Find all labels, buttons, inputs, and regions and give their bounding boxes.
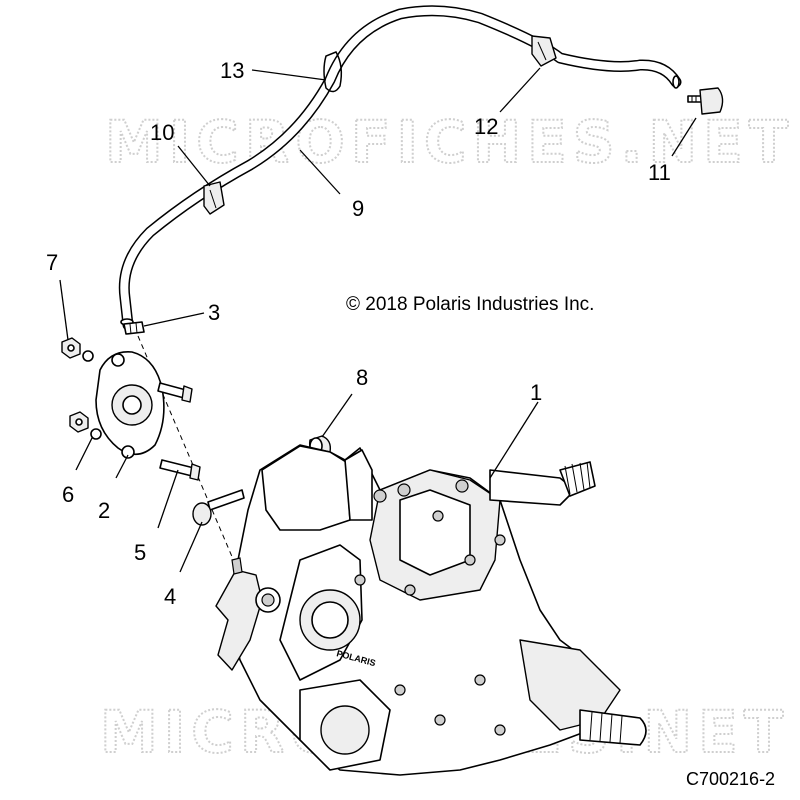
tube-clip-10[interactable]	[203, 181, 225, 215]
callout-9: 9	[352, 196, 364, 221]
callout-13: 13	[220, 58, 244, 83]
callout-5: 5	[134, 540, 146, 565]
diagram-code: C700216-2	[686, 769, 775, 789]
callout-2: 2	[98, 498, 110, 523]
vent-fitting-11[interactable]	[687, 87, 724, 115]
tube-clip-12[interactable]	[531, 35, 557, 67]
callout-4: 4	[164, 584, 176, 609]
shift-cover-2[interactable]	[95, 351, 165, 459]
watermark-top: MICROFICHES.NET	[105, 108, 794, 176]
copyright-notice: © 2018 Polaris Industries Inc.	[346, 294, 594, 315]
washer-6-upper[interactable]	[82, 350, 94, 362]
flange-bolt-4[interactable]	[192, 489, 245, 526]
leader-lines	[59, 67, 697, 573]
nut-7[interactable]	[61, 337, 81, 359]
nut-6[interactable]	[69, 411, 89, 433]
callout-6: 6	[62, 482, 74, 507]
bolt-5-lower[interactable]	[159, 459, 201, 481]
washer-6[interactable]	[90, 428, 102, 440]
vent-tube[interactable]	[118, 5, 682, 331]
callout-3: 3	[208, 300, 220, 325]
callout-8: 8	[356, 365, 368, 390]
transmission-assembly-1[interactable]: POLARIS	[215, 444, 647, 776]
callout-7: 7	[46, 250, 58, 275]
callout-1: 1	[530, 380, 542, 405]
bolt-5-upper[interactable]	[157, 382, 193, 403]
callout-11: 11	[648, 160, 671, 185]
callout-12: 12	[474, 114, 498, 139]
callout-10: 10	[150, 120, 174, 145]
cable-tie-13[interactable]	[323, 51, 343, 93]
hose-clamp-3[interactable]	[123, 321, 145, 335]
